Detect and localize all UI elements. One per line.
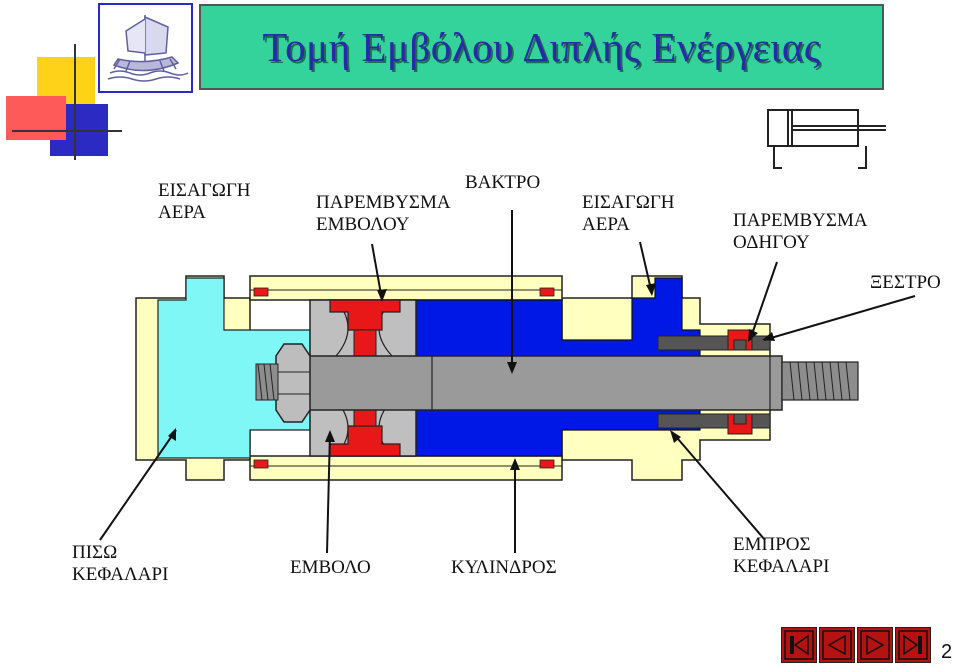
cylinder-wall-bottom [249,455,563,481]
guide-seal-bottom [727,413,753,435]
next-slide-button[interactable] [857,627,893,663]
deco-line-v [74,44,76,160]
label-scraper: ΞΕΣΤΡΟ [870,272,941,293]
label-guide-seal: ΠΑΡΕΜΒΥΣΜΑ ΟΔΗΓΟΥ [733,210,868,253]
label-rear-head: ΠΙΣΩ ΚΕΦΑΛΑΡΙ [72,542,169,585]
deco-red-square [6,96,66,140]
previous-slide-button[interactable] [819,627,855,663]
leader-arrowheads [168,283,775,470]
label-air-inlet-right: ΕΙΣΑΓΩΓΗ ΑΕΡΑ [582,192,675,235]
leader-lines [99,210,916,554]
piston-rod [295,355,783,411]
label-front-head: ΕΜΠΡΟΣ ΚΕΦΑΛΑΡΙ [733,534,830,577]
piston-seal-top [329,299,401,331]
previous-slide-icon [822,630,852,660]
label-piston: ΕΜΒΟΛΟ [290,557,371,578]
piston-seal-bottom [329,425,401,457]
logo [98,3,193,93]
piston-nut [275,343,311,423]
last-slide-icon [898,630,928,660]
first-slide-button[interactable] [781,627,817,663]
page-title: Τομή Εμβόλου Διπλής Ενέργειας [262,24,821,70]
page-number: 2 [941,641,953,663]
ship-icon [107,15,189,82]
first-slide-icon [784,630,814,660]
guide-bushing [657,335,771,351]
cylinder-symbol-icon [767,109,886,169]
deco-line-h [12,130,122,132]
rod-thread [781,361,859,401]
last-slide-button[interactable] [895,627,931,663]
label-cylinder: ΚΥΛΙΝΔΡΟΣ [451,557,557,578]
cylinder-wall-top [249,275,563,301]
label-air-inlet-left: ΕΙΣΑΓΩΓΗ ΑΕΡΑ [158,180,251,223]
label-piston-seal: ΠΑΡΕΜΒΥΣΜΑ ΕΜΒΟΛΟΥ [316,192,451,235]
label-rod: ΒΑΚΤΡΟ [465,172,541,193]
next-slide-icon [860,630,890,660]
title-box: Τομή Εμβόλου Διπλής Ενέργειας [199,4,884,90]
